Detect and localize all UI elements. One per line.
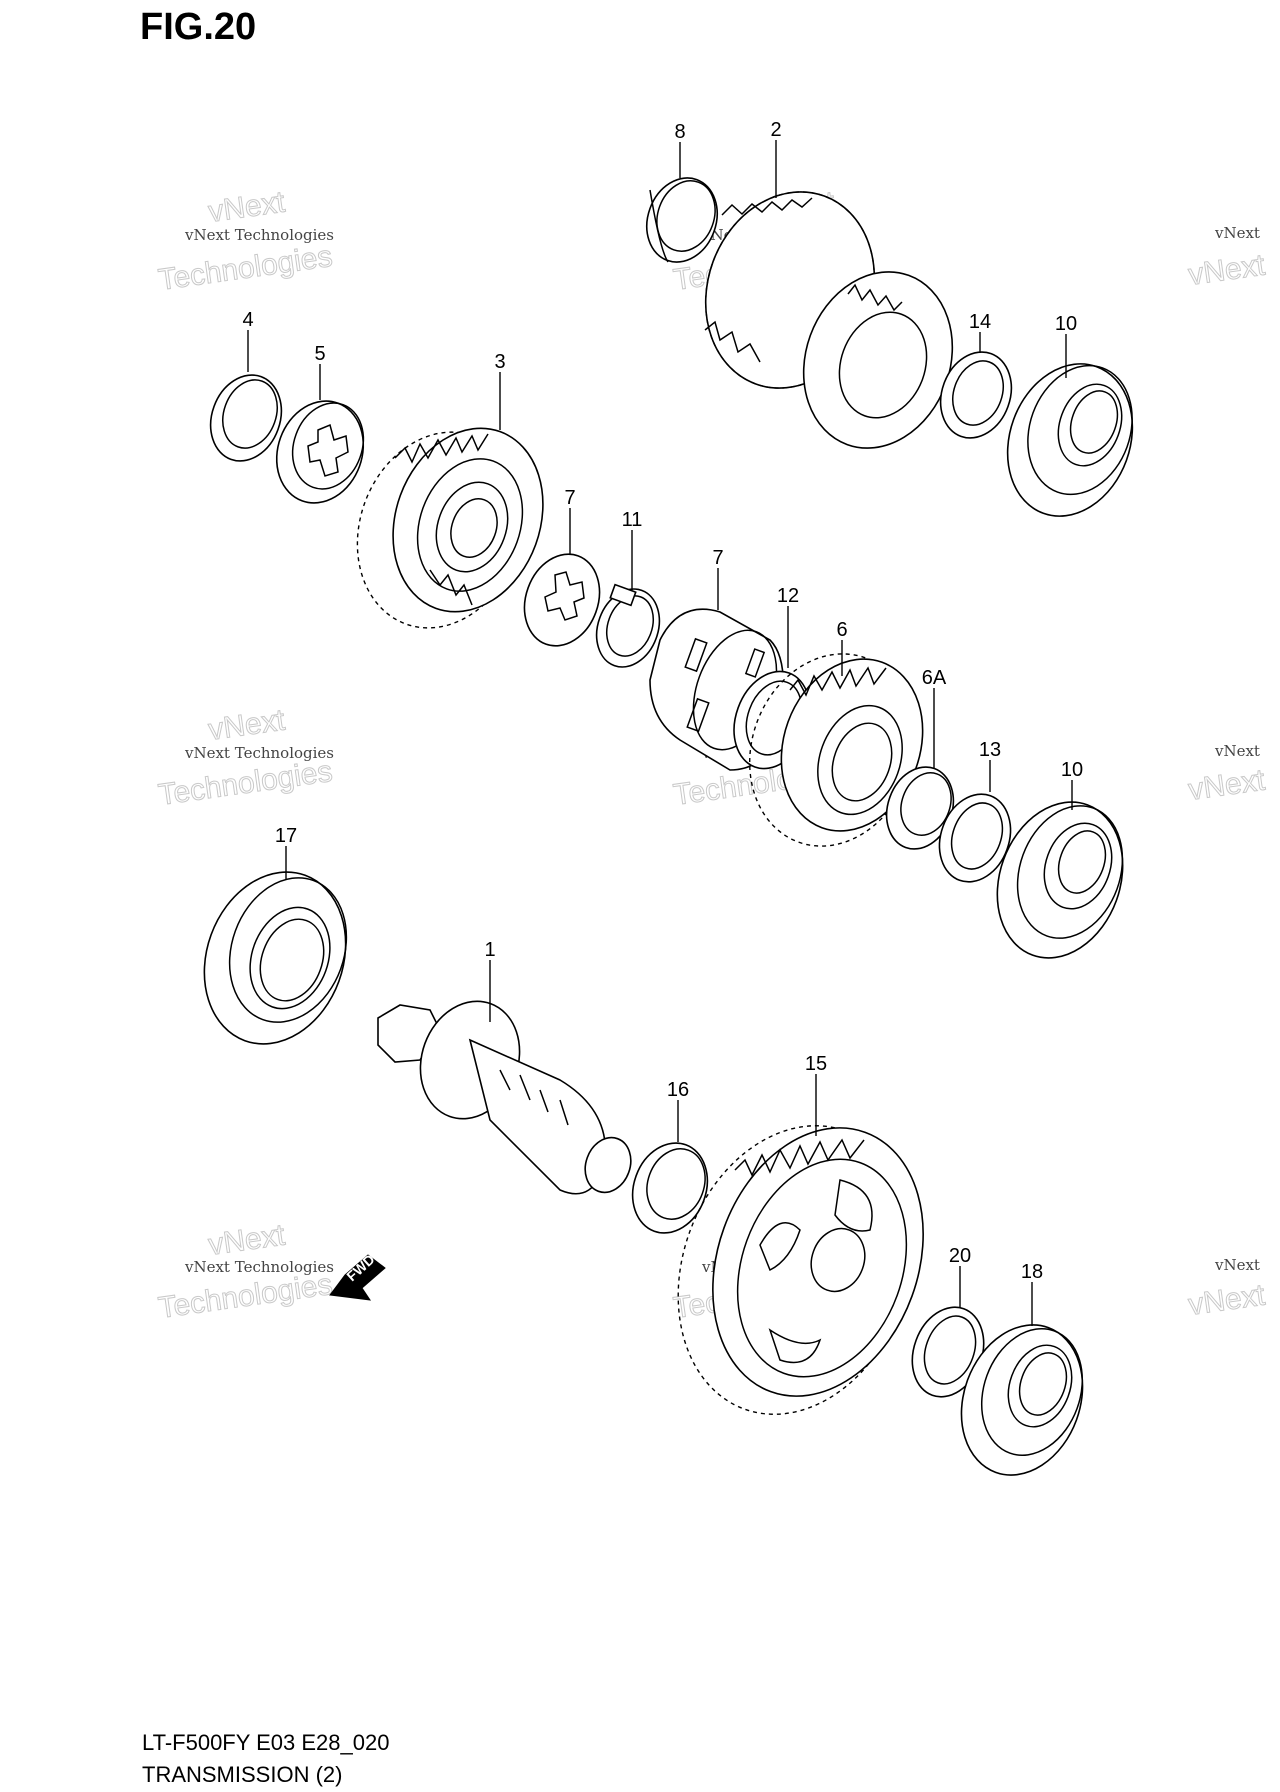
part-3-gear bbox=[356, 427, 544, 629]
watermark-top-left: vNext vNext Technologies Technologies bbox=[156, 185, 335, 297]
model-code: LT-F500FY E03 E28_020 bbox=[142, 1730, 390, 1755]
watermark-top-right: vNext vNext bbox=[1186, 224, 1268, 292]
callout-9: 8 bbox=[674, 121, 685, 143]
part-11-bearing bbox=[1006, 363, 1134, 517]
callout-16: 15 bbox=[805, 1053, 827, 1075]
svg-text:Technologies: Technologies bbox=[156, 240, 334, 297]
svg-text:vNext: vNext bbox=[1214, 224, 1260, 242]
part-6a-bushing bbox=[885, 766, 955, 850]
part-8-washer bbox=[523, 553, 601, 647]
svg-text:Technologies: Technologies bbox=[156, 755, 334, 812]
svg-text:vNext: vNext bbox=[1186, 1278, 1267, 1321]
part-5-bushing bbox=[275, 400, 365, 504]
callout-2: 2 bbox=[770, 119, 781, 141]
callout-12: 11 bbox=[622, 509, 643, 531]
svg-text:vNext: vNext bbox=[206, 1218, 287, 1261]
callout-7: 7 bbox=[712, 547, 723, 569]
svg-text:vNext: vNext bbox=[1186, 763, 1267, 806]
watermark-mid-right: vNext vNext bbox=[1186, 742, 1268, 807]
part-4-washer bbox=[209, 374, 283, 462]
figure-title: FIG.20 bbox=[140, 6, 257, 48]
part-16-gear bbox=[677, 1125, 924, 1415]
watermark-mid-left: vNext vNext Technologies Technologies bbox=[156, 703, 335, 812]
callout-labels: 8 2 14 10 4 5 3 7 11 7 12 6 6A 13 10 17 … bbox=[242, 119, 1083, 1283]
part-19-bearing bbox=[960, 1324, 1084, 1476]
callout-6: 6 bbox=[836, 619, 847, 641]
svg-text:vNext: vNext bbox=[206, 703, 287, 746]
callout-5: 5 bbox=[314, 343, 325, 365]
svg-text:vNext Technologies: vNext Technologies bbox=[184, 226, 334, 244]
svg-text:vNext: vNext bbox=[1214, 742, 1260, 760]
callout-3: 3 bbox=[494, 351, 505, 373]
svg-text:Technologies: Technologies bbox=[156, 1268, 334, 1325]
callout-17: 16 bbox=[667, 1079, 689, 1101]
svg-text:vNext: vNext bbox=[1214, 1256, 1260, 1274]
callout-13: 12 bbox=[777, 585, 799, 607]
svg-text:vNext: vNext bbox=[206, 185, 287, 228]
callout-6a: 6A bbox=[922, 667, 947, 689]
watermark-bottom-left: vNext vNext Technologies Technologies bbox=[156, 1218, 335, 1325]
callout-19: 18 bbox=[1021, 1261, 1043, 1283]
callout-10: 10 bbox=[1061, 759, 1083, 781]
callout-14: 13 bbox=[979, 739, 1001, 761]
svg-text:vNext: vNext bbox=[1186, 248, 1267, 291]
fwd-direction-arrow: FWD bbox=[329, 1251, 386, 1301]
callout-20: 20 bbox=[949, 1245, 971, 1267]
callout-4: 4 bbox=[242, 309, 253, 331]
part-1-shaft bbox=[377, 1000, 632, 1195]
part-9-bushing bbox=[646, 177, 718, 263]
callout-15: 14 bbox=[969, 311, 991, 333]
part-17-bushing bbox=[631, 1142, 709, 1234]
callout-11: 10 bbox=[1055, 313, 1077, 335]
watermark-bottom-right: vNext vNext bbox=[1186, 1256, 1268, 1322]
part-6-gear bbox=[748, 653, 924, 847]
part-10-bearing bbox=[996, 801, 1124, 959]
callout-1: 1 bbox=[484, 939, 495, 961]
part-14-washer bbox=[938, 793, 1012, 883]
part-15-washer bbox=[939, 351, 1013, 439]
svg-text:vNext Technologies: vNext Technologies bbox=[184, 1258, 334, 1276]
section-name: TRANSMISSION (2) bbox=[142, 1762, 343, 1787]
callout-18: 17 bbox=[275, 825, 297, 847]
callout-8: 7 bbox=[564, 487, 575, 509]
part-12-circlip bbox=[595, 583, 661, 668]
leader-lines bbox=[247, 140, 1073, 1326]
part-2-gear bbox=[704, 191, 954, 449]
svg-text:vNext Technologies: vNext Technologies bbox=[184, 744, 334, 762]
part-18-bearing bbox=[203, 871, 348, 1045]
